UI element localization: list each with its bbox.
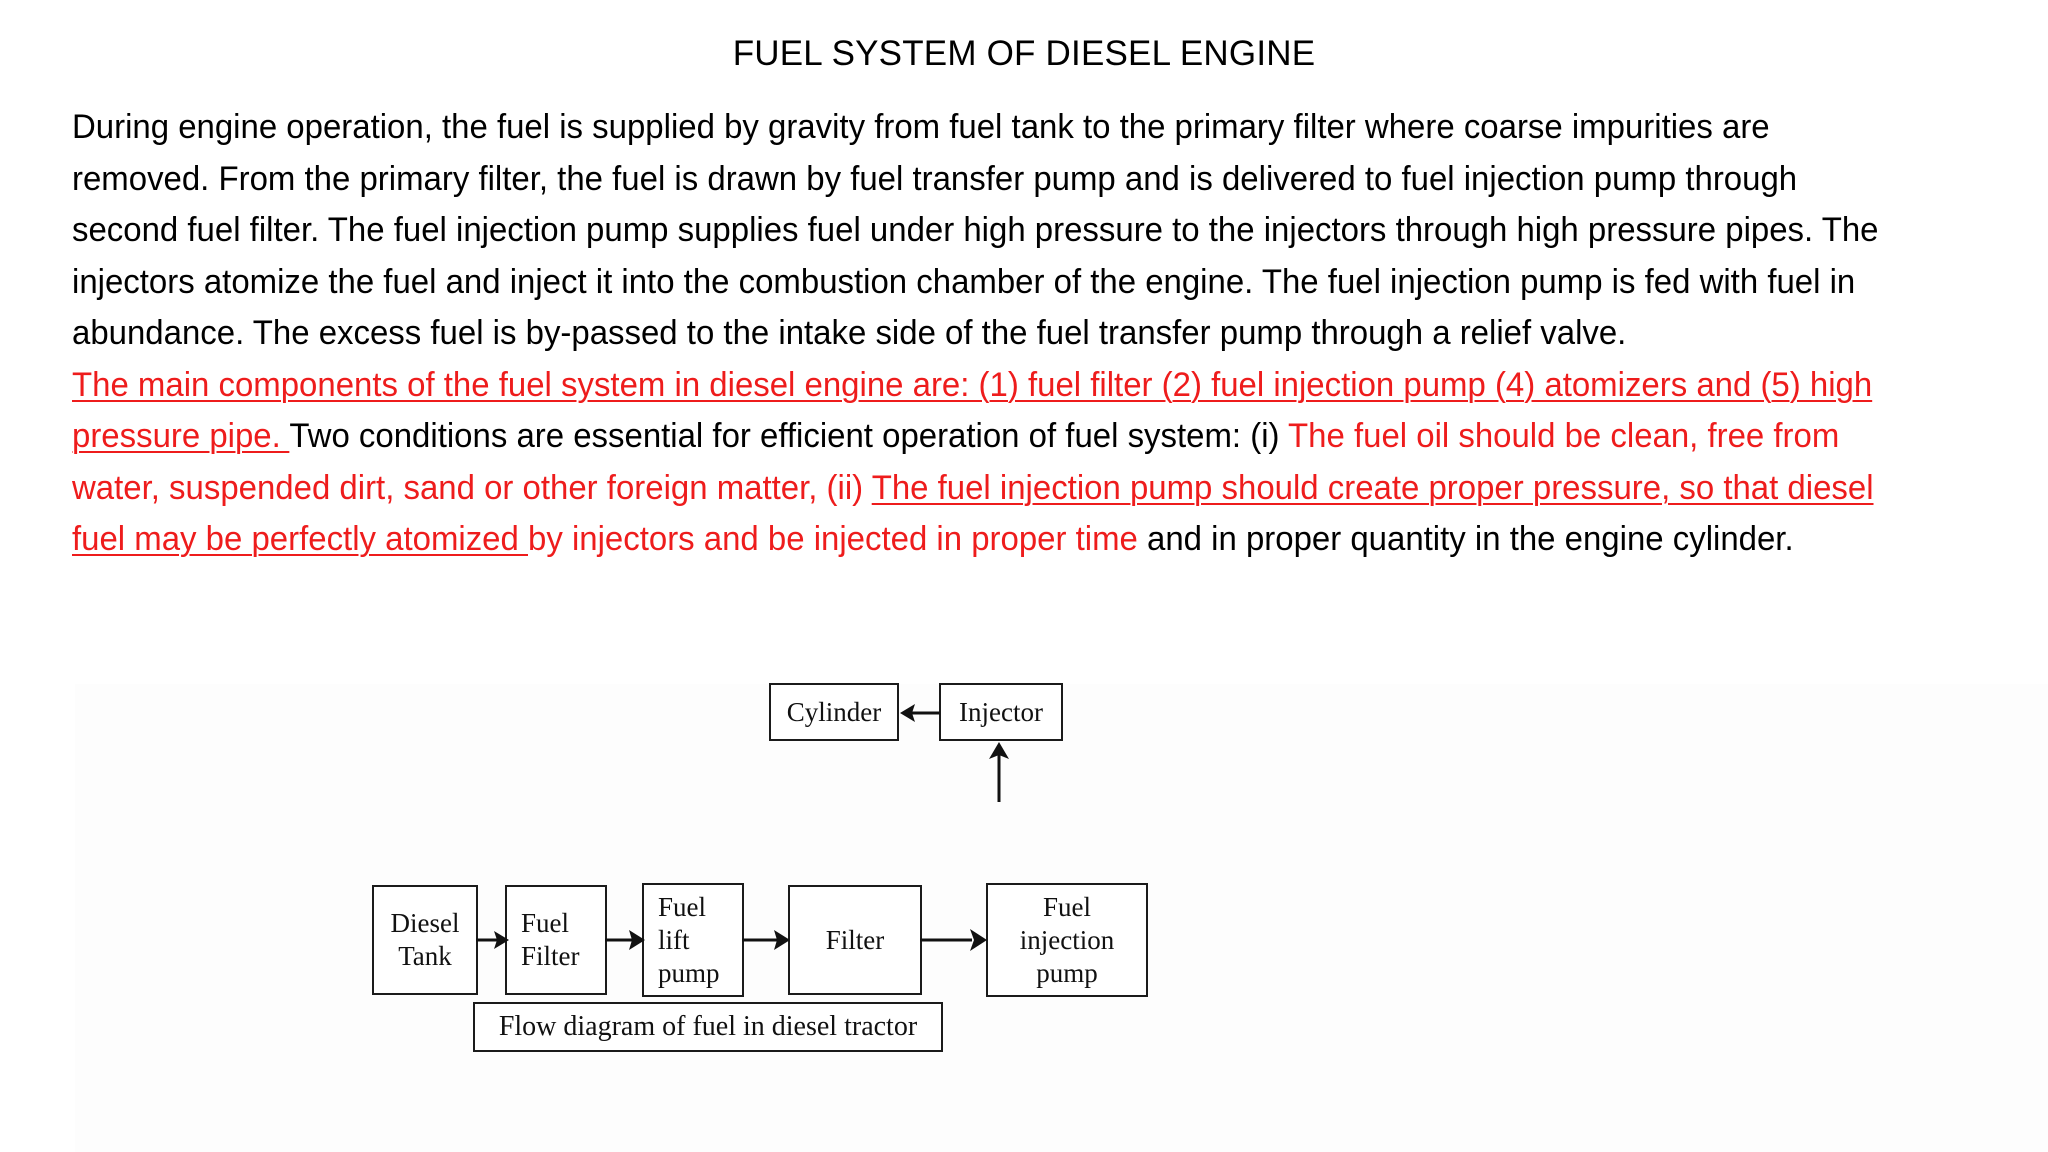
arrow-fuel-lift-pump-to-filter [742, 930, 790, 950]
diagram-box-fuel-injection-pump[interactable]: Fuel injection pump [986, 883, 1148, 997]
highlight-condition-two: The fuel injection pump should create pr… [72, 468, 1874, 559]
diagram-box-fuel-injection-pump-line2: injection [1019, 924, 1115, 955]
diagram-box-filter-label: Filter [825, 924, 885, 955]
diagram-box-fuel-filter-line2: Filter [521, 941, 580, 971]
arrow-injector-to-cylinder [900, 704, 940, 722]
diagram-box-fuel-filter-line1: Fuel [521, 908, 570, 938]
arrow-diesel-tank-to-fuel-filter [476, 931, 509, 949]
text-closing: and in proper quantity in the engine cyl… [1147, 520, 1794, 558]
arrow-filter-to-fuel-injection-pump [920, 929, 987, 951]
highlight-condition-two-tail: by injectors and be injected in proper t… [527, 520, 1148, 558]
page-title: FUEL SYSTEM OF DIESEL ENGINE [732, 34, 1316, 73]
diagram-box-fuel-lift-pump-line3: pump [658, 957, 720, 988]
diagram-box-fuel-lift-pump-line2: lift [658, 924, 690, 955]
diagram-box-fuel-filter[interactable]: Fuel Filter [505, 885, 607, 995]
paragraph-intro: During engine operation, the fuel is sup… [72, 102, 1891, 360]
highlight-main-components: The main components of the fuel system i… [72, 365, 1873, 456]
text-two-conditions: Two conditions are essential for efficie… [289, 417, 1289, 455]
diagram-box-diesel-tank-line2: Tank [398, 941, 452, 971]
diagram-box-cylinder-label: Cylinder [786, 696, 882, 727]
arrow-fuel-filter-to-fuel-lift-pump [605, 930, 645, 950]
diagram-box-fuel-injection-pump-line3: pump [1036, 957, 1098, 988]
diagram-box-diesel-tank[interactable]: Diesel Tank [372, 885, 478, 995]
diagram-box-fuel-injection-pump-line1: Fuel [1042, 891, 1091, 922]
flow-diagram: Cylinder Injector Diesel Tank Fuel Filte… [75, 683, 2048, 1152]
diagram-box-fuel-lift-pump[interactable]: Fuel lift pump [642, 883, 744, 997]
diagram-box-filter[interactable]: Filter [788, 885, 922, 995]
diagram-box-injector-label: Injector [959, 696, 1043, 727]
diagram-box-injector[interactable]: Injector [939, 683, 1063, 741]
diagram-caption-label: Flow diagram of fuel in diesel tractor [498, 1011, 918, 1042]
paragraph-intro-text: During engine operation, the fuel is sup… [72, 108, 1879, 352]
diagram-box-diesel-tank-line1: Diesel [390, 908, 460, 938]
paragraph-components: The main components of the fuel system i… [72, 360, 1891, 566]
arrow-injection-pump-to-injector [989, 742, 1009, 802]
highlight-condition-one: The fuel oil should be clean, free from … [72, 417, 1840, 507]
diagram-box-fuel-lift-pump-line1: Fuel [658, 891, 707, 922]
diagram-caption-box: Flow diagram of fuel in diesel tractor [473, 1002, 943, 1052]
body-text-block: During engine operation, the fuel is sup… [72, 102, 1891, 566]
diagram-box-cylinder[interactable]: Cylinder [769, 683, 899, 741]
